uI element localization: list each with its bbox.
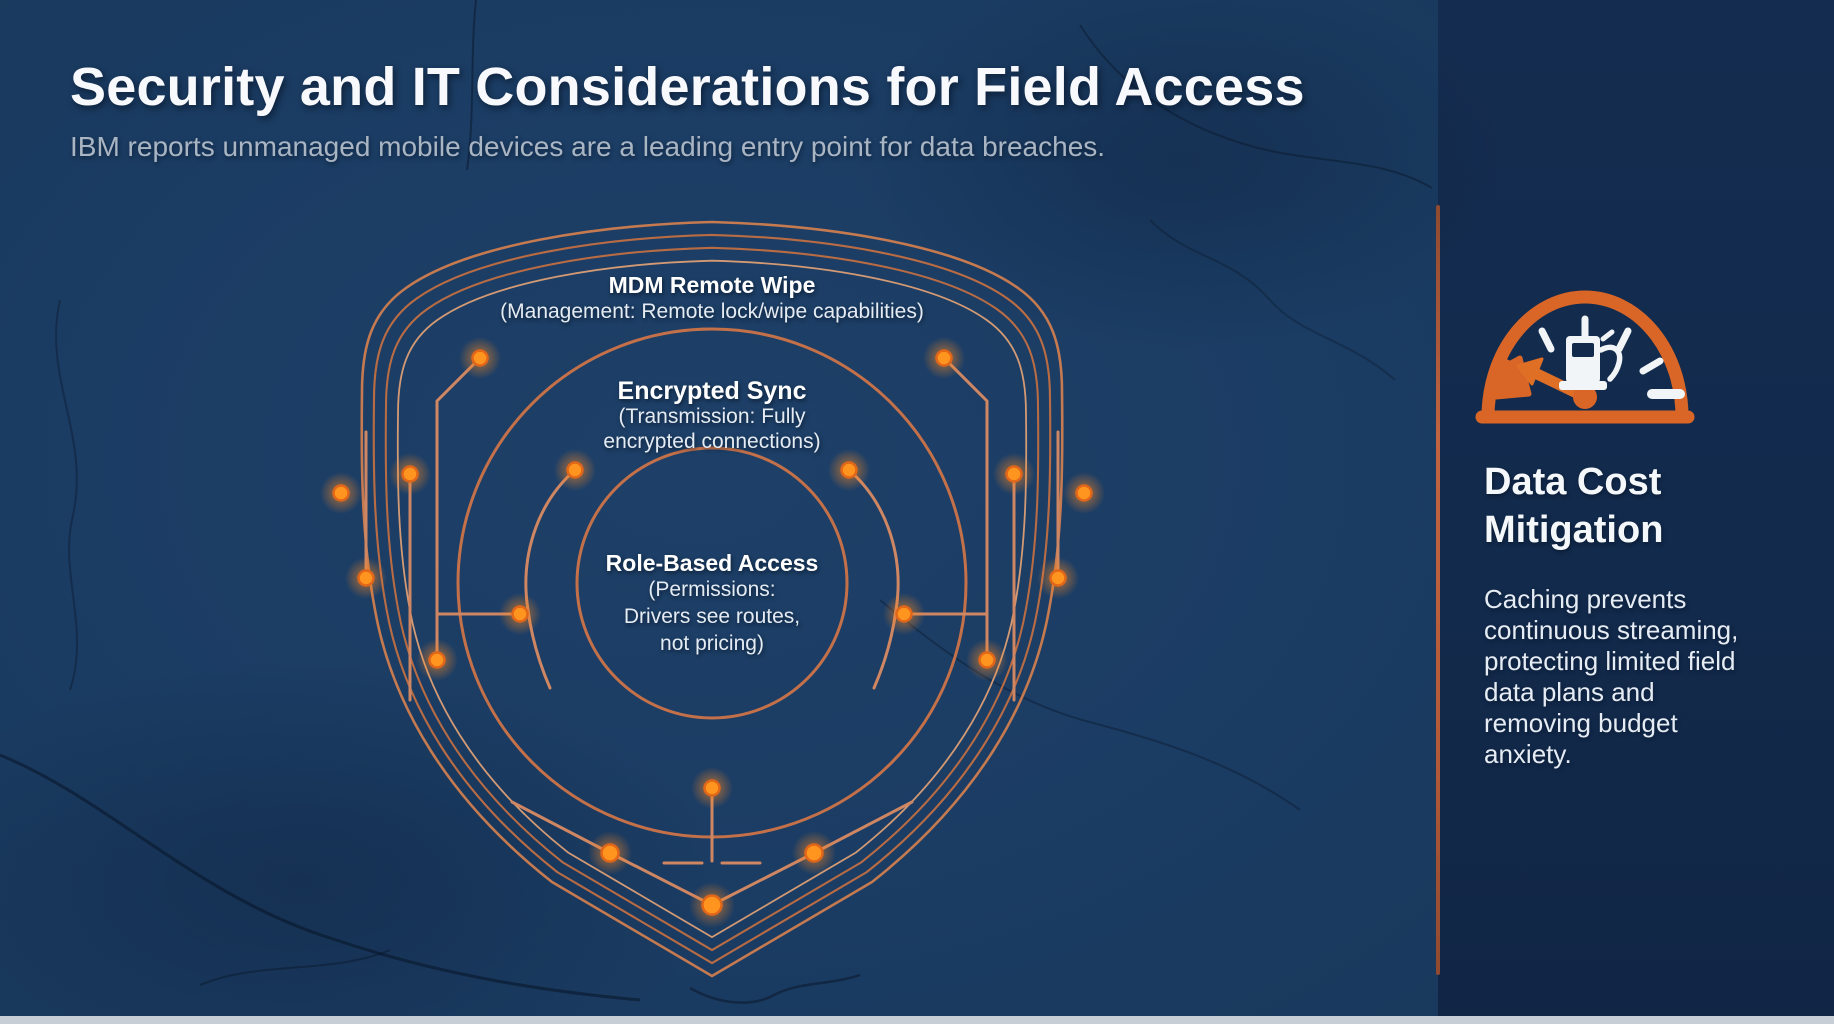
circuit-dot — [883, 593, 925, 635]
sidebar-heading: Data Cost Mitigation — [1484, 461, 1664, 551]
fuel-gauge-icon — [1475, 290, 1695, 424]
ring-label-mdm-remote-wipe: MDM Remote Wipe (Management: Remote lock… — [500, 272, 924, 325]
ring-subtitle: (Management: Remote lock/wipe capabiliti… — [500, 300, 924, 323]
ring-title: Role-Based Access — [605, 550, 819, 576]
circuit-dots — [320, 337, 1105, 928]
circuit-dot — [320, 472, 362, 514]
fuel-pump-glyph — [1559, 329, 1623, 390]
shield-outline — [372, 233, 1052, 965]
circuit-dot — [792, 831, 836, 875]
ring-label-role-based-access: Role-Based Access (Permissions: Drivers … — [606, 550, 819, 657]
shield-outline — [396, 259, 1028, 939]
ring-subtitle: (Transmission: Fully encrypted connectio… — [603, 405, 821, 453]
shield-outlines — [360, 220, 1064, 978]
shield-outline — [384, 246, 1040, 952]
sidebar-divider — [1436, 205, 1440, 975]
ring-title: MDM Remote Wipe — [608, 272, 816, 298]
circuit-dot — [389, 453, 431, 495]
circuit-dot — [345, 557, 387, 599]
circuit-dot — [689, 882, 735, 928]
ring-title: Encrypted Sync — [617, 377, 807, 405]
circuit-dot — [691, 767, 733, 809]
shield-outline — [360, 220, 1064, 978]
ring-subtitle: (Permissions: Drivers see routes, not pr… — [623, 578, 801, 655]
circuit-dot — [828, 449, 870, 491]
shield-diagram — [320, 220, 1105, 978]
ring-label-encrypted-sync: Encrypted Sync (Transmission: Fully encr… — [603, 378, 820, 454]
sidebar-body: Caching prevents continuous streaming, p… — [1484, 584, 1739, 769]
circuit-dot — [459, 337, 501, 379]
circuit-dot — [554, 449, 596, 491]
page-subtitle: IBM reports unmanaged mobile devices are… — [70, 131, 1106, 162]
circuit-dot — [1063, 472, 1105, 514]
circuit-dot — [966, 639, 1008, 681]
south-africa-map-background — [0, 0, 1510, 1024]
inner-ring — [575, 446, 849, 720]
circuit-dot — [416, 639, 458, 681]
circuit-dot — [993, 453, 1035, 495]
page-title: Security and IT Considerations for Field… — [70, 57, 1305, 117]
circuit-dot — [923, 337, 965, 379]
circuit-dot — [588, 831, 632, 875]
circuit-dot — [1037, 557, 1079, 599]
bottom-strip — [0, 1016, 1834, 1024]
circuit-dot — [499, 593, 541, 635]
